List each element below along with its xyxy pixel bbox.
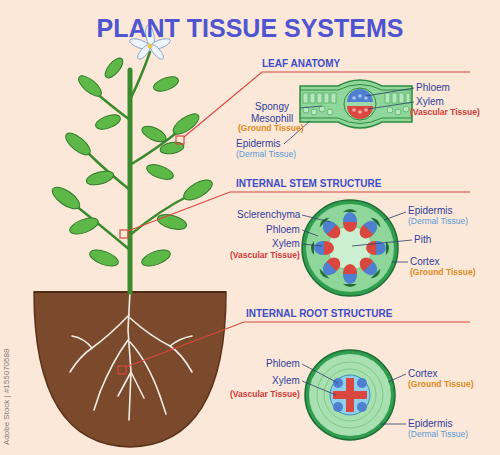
plant-stem xyxy=(75,52,190,292)
tissue-type: (Ground Tissue) xyxy=(238,124,304,134)
part-label: Epidermis xyxy=(408,418,452,430)
section-heading: LEAF ANATOMY xyxy=(262,58,340,70)
part-label: Sclerenchyma xyxy=(237,209,300,221)
part-label: Epidermis xyxy=(236,138,280,150)
title: PLANT TISSUE SYSTEMS xyxy=(0,14,500,43)
tissue-type: (Dermal Tissue) xyxy=(408,217,468,227)
tissue-type: (Ground Tissue) xyxy=(408,380,474,390)
callout-lines xyxy=(118,72,470,374)
leaf-cross-section xyxy=(300,80,412,128)
root-cross-section xyxy=(305,350,395,440)
part-label: Xylem xyxy=(272,375,300,387)
section-heading: INTERNAL STEM STRUCTURE xyxy=(236,178,381,190)
part-label: Epidermis xyxy=(408,205,452,217)
part-label: Phloem xyxy=(416,82,450,94)
part-label: Spongy Mesophill xyxy=(244,101,300,124)
tissue-type: (Vascular Tissue) xyxy=(410,108,480,118)
tissue-type: (Ground Tissue) xyxy=(410,268,476,278)
tissue-type: (Dermal Tissue) xyxy=(408,430,468,440)
part-label: Xylem xyxy=(272,238,300,250)
leader-lines xyxy=(284,88,414,424)
plant-leaves xyxy=(49,55,215,269)
soil xyxy=(34,292,226,447)
tissue-type: (Vascular Tissue) xyxy=(230,251,300,261)
section-heading: INTERNAL ROOT STRUCTURE xyxy=(246,308,392,320)
part-label: Cortex xyxy=(410,256,439,268)
stem-cross-section xyxy=(302,200,398,296)
watermark: Adobe Stock | #155070588 xyxy=(2,349,11,445)
roots xyxy=(70,292,192,420)
part-label: Cortex xyxy=(408,368,437,380)
part-label: Phloem xyxy=(266,224,300,236)
tissue-type: (Vascular Tissue) xyxy=(230,390,300,400)
part-label: Pith xyxy=(414,234,431,246)
part-label: Phloem xyxy=(266,358,300,370)
part-label: Xylem xyxy=(416,96,444,108)
tissue-type: (Dermal Tissue) xyxy=(236,150,296,160)
